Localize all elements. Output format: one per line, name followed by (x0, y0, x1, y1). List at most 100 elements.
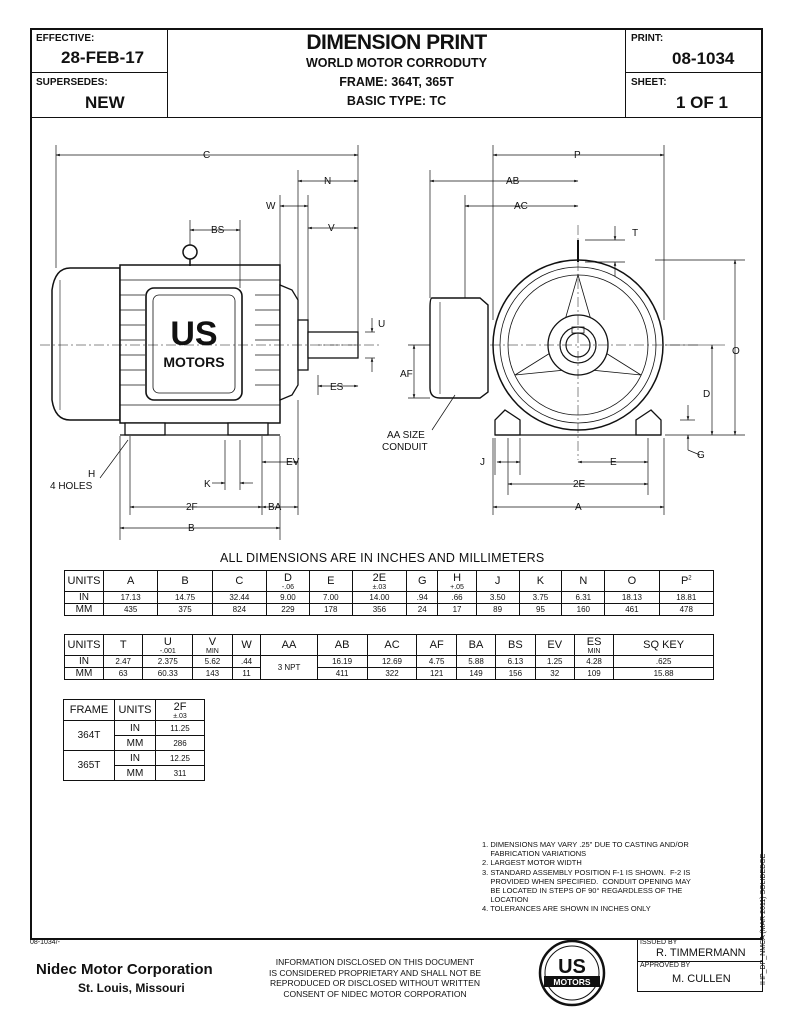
table1-cell: 461 (604, 603, 660, 616)
table1-cell: 89 (475, 603, 520, 616)
table2-row-unit: MM (64, 667, 104, 680)
table2-cell: 2.375 (142, 655, 194, 668)
sheet-label: SHEET: (631, 77, 667, 88)
approved-by-value: M. CULLEN (672, 973, 731, 985)
table1-col-header: J (475, 570, 520, 592)
dim-label-j: J (480, 457, 485, 468)
dim-label-2f: 2F (186, 502, 198, 513)
dim-label-ev: EV (286, 457, 300, 468)
table2-cell: 143 (192, 667, 233, 680)
frame-364t: 364T (63, 720, 115, 751)
sheet-cell: SHEET: 1 OF 1 (625, 72, 763, 118)
note-line: BE LOCATED IN STEPS OF 90° REGARDLESS OF… (482, 886, 683, 896)
table1-cell: 229 (266, 603, 310, 616)
table2-col-header: AA (260, 634, 318, 656)
dim-label-g: G (697, 450, 705, 461)
table1-cell: 18.13 (604, 591, 660, 604)
svg-text:US: US (558, 956, 586, 978)
dim-label-aa-size: AA SIZE (387, 430, 425, 441)
title-cell: DIMENSION PRINT WORLD MOTOR CORRODUTY FR… (167, 28, 626, 118)
table1-col-header: C (211, 570, 268, 592)
frame-364t-mm: 286 (155, 735, 205, 751)
dim-label-2e: 2E (573, 479, 586, 490)
table2-cell: 4.28 (573, 655, 615, 668)
table1-cell: 160 (561, 603, 606, 616)
table2-cell: 149 (455, 667, 497, 680)
dimension-labels: C N W V BS U ES H 4 HOLES K EV 2F BA B P… (50, 150, 740, 534)
dim-label-c: C (203, 150, 210, 161)
dim-label-o: O (732, 346, 740, 357)
table1-col-header: B (157, 570, 213, 592)
dim-label-p: P (574, 150, 581, 161)
disclaimer-line: INFORMATION DISCLOSED ON THIS DOCUMENT (275, 957, 475, 967)
logo-motors-text: MOTORS (163, 354, 224, 370)
frame-364t-in: 11.25 (155, 720, 205, 736)
dim-label-h-holes: 4 HOLES (50, 481, 93, 492)
note-line: 1. DIMENSIONS MAY VARY .25" DUE TO CASTI… (482, 840, 689, 849)
units-header: UNITS (114, 699, 156, 721)
table1-units-header: UNITS (64, 570, 104, 592)
table1-cell: 9.00 (266, 591, 310, 604)
logo-us-text: US (170, 315, 217, 353)
dim-label-d: D (703, 389, 710, 400)
frame-365t-in: 12.25 (155, 750, 205, 766)
front-view (429, 225, 700, 460)
title-block: EFFECTIVE: 28-FEB-17 SUPERSEDES: NEW DIM… (30, 28, 763, 118)
table2-col-header: AC (366, 634, 418, 656)
table1-cell: 14.75 (157, 591, 213, 604)
table2-cell: .625 (613, 655, 714, 668)
frame-365t-mm: 311 (155, 765, 205, 781)
table1-col-header: E (308, 570, 353, 592)
table1-cell: 17 (437, 603, 477, 616)
type-line: BASIC TYPE: TC (346, 94, 447, 108)
table2-cell: 16.19 (316, 655, 368, 668)
table2-cell: 5.62 (192, 655, 233, 668)
table2-cell: 5.88 (455, 655, 497, 668)
table2-cell: 411 (316, 667, 368, 680)
dim-label-n: N (324, 176, 331, 187)
table2-col-header: U-.001 (142, 634, 194, 656)
table1-col-header: D-.06 (266, 570, 310, 592)
approval-block: ISSUED BY R. TIMMERMANN APPROVED BY M. C… (637, 938, 763, 992)
dim-label-u: U (378, 319, 385, 330)
table1-cell: 14.00 (351, 591, 408, 604)
print-label: PRINT: (631, 33, 664, 44)
table1-cell: 375 (157, 603, 213, 616)
table1-cell: 24 (406, 603, 439, 616)
table1-cell: 3.75 (518, 591, 563, 604)
table2-row-unit: IN (64, 655, 104, 668)
disclaimer-line: CONSENT OF NIDEC MOTOR CORPORATION (283, 988, 467, 999)
table1-cell: 18.81 (658, 591, 715, 604)
table2-cell: 6.13 (495, 655, 536, 668)
note-line: 2. LARGEST MOTOR WIDTH (482, 858, 582, 868)
table2-cell: 109 (573, 667, 615, 680)
table2-col-header: BS (495, 634, 536, 656)
supersedes-label: SUPERSEDES: (36, 77, 108, 88)
table2-cell: 121 (416, 667, 457, 680)
table1-row-unit: IN (64, 591, 104, 604)
frame-365t-mm-label: MM (114, 765, 156, 781)
table2-aa-value: 3 NPT (260, 655, 318, 680)
disclaimer-line: REPRODUCED OR DISCLOSED WITHOUT WRITTEN (270, 978, 480, 988)
table1-col-header: O (604, 570, 660, 592)
table2-cell: 11 (231, 667, 262, 680)
motor-drawing: US MOTORS C N W V BS U ES H 4 HOLES K EV… (40, 145, 745, 540)
table1-cell: 435 (102, 603, 159, 616)
table1-cell: 478 (658, 603, 715, 616)
dim-label-af: AF (400, 369, 413, 380)
dim-label-a: A (575, 502, 582, 513)
issued-by-label: ISSUED BY (640, 939, 678, 946)
table1-cell: 7.00 (308, 591, 353, 604)
table1-cell: 6.31 (561, 591, 606, 604)
table1-cell: .94 (406, 591, 439, 604)
table2-cell: 60.33 (142, 667, 194, 680)
conduit-box-logo: US MOTORS (163, 315, 224, 370)
table1-cell: 17.13 (102, 591, 159, 604)
table2-col-header: BA (455, 634, 497, 656)
dim-label-b: B (188, 523, 195, 534)
table2-col-header: EV (534, 634, 575, 656)
table1-cell: .66 (437, 591, 477, 604)
